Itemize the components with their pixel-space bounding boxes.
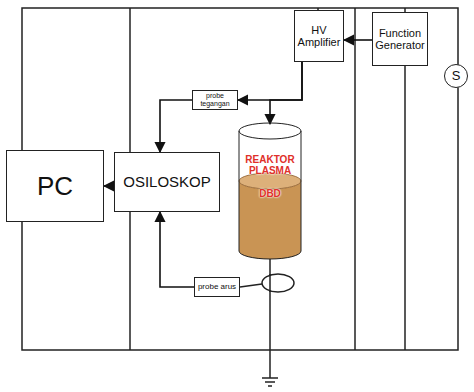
node-label: probe arus bbox=[196, 283, 238, 292]
source-circle: S bbox=[444, 64, 468, 88]
sensor-lead bbox=[240, 284, 262, 287]
node-label: PC bbox=[35, 172, 75, 201]
computer-box: PC bbox=[6, 150, 104, 222]
signal-arrow bbox=[344, 39, 372, 41]
current-sensor-ring bbox=[262, 274, 294, 292]
node-label: S bbox=[450, 69, 463, 83]
oscilloscope-box: OSILOSKOP bbox=[114, 152, 220, 212]
signal-arrow bbox=[270, 62, 302, 124]
signal-arrow bbox=[104, 185, 114, 187]
current-probe-box: probe arus bbox=[194, 277, 240, 297]
ground-symbol bbox=[268, 385, 272, 387]
reactor-label: DBD bbox=[238, 188, 302, 199]
ground-symbol bbox=[265, 381, 275, 383]
node-label: HV Amplifier bbox=[295, 24, 343, 48]
amplifier-box: HV Amplifier bbox=[294, 10, 344, 62]
ground-wire bbox=[269, 258, 271, 378]
node-label: Function Generator bbox=[373, 27, 427, 51]
voltage-probe-box: probe tegangan bbox=[192, 90, 238, 110]
signal-arrow bbox=[160, 212, 194, 287]
node-label: OSILOSKOP bbox=[121, 174, 213, 191]
plasma-reactor: REAKTOR PLASMA DBD bbox=[238, 122, 302, 260]
signal-arrow bbox=[238, 62, 302, 100]
ground-wire bbox=[269, 274, 271, 292]
signal-arrow bbox=[160, 100, 192, 152]
generator-box: Function Generator bbox=[372, 12, 428, 66]
node-label: probe tegangan bbox=[193, 92, 237, 107]
ground-symbol bbox=[262, 377, 278, 379]
power-wire bbox=[354, 8, 356, 350]
reactor-label: REAKTOR PLASMA bbox=[238, 154, 302, 176]
